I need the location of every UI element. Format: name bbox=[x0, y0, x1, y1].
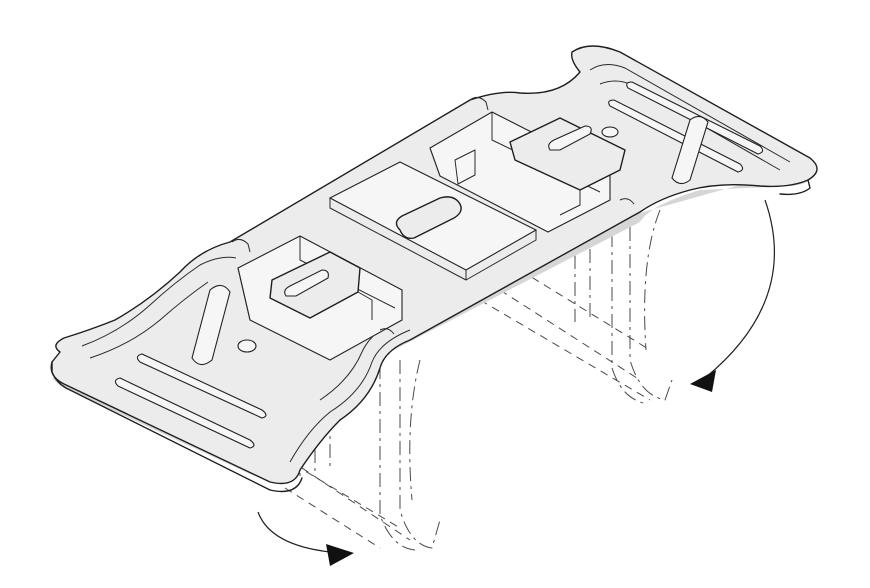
main-plate bbox=[50, 45, 818, 493]
rotation-arrow-left-icon bbox=[326, 544, 354, 566]
folded-legs-right bbox=[479, 200, 673, 405]
left-pocket bbox=[237, 235, 403, 361]
right-fastener-hole bbox=[601, 126, 619, 138]
left-end-slots bbox=[114, 284, 267, 449]
left-fastener-hole bbox=[237, 339, 257, 353]
center-slot bbox=[395, 196, 462, 240]
section-notches bbox=[231, 96, 635, 335]
right-end-slots bbox=[608, 81, 764, 185]
rotation-arrow-right-icon bbox=[690, 370, 716, 392]
center-panel bbox=[328, 161, 538, 281]
right-pocket bbox=[429, 111, 626, 233]
rotation-arrows bbox=[257, 199, 776, 566]
